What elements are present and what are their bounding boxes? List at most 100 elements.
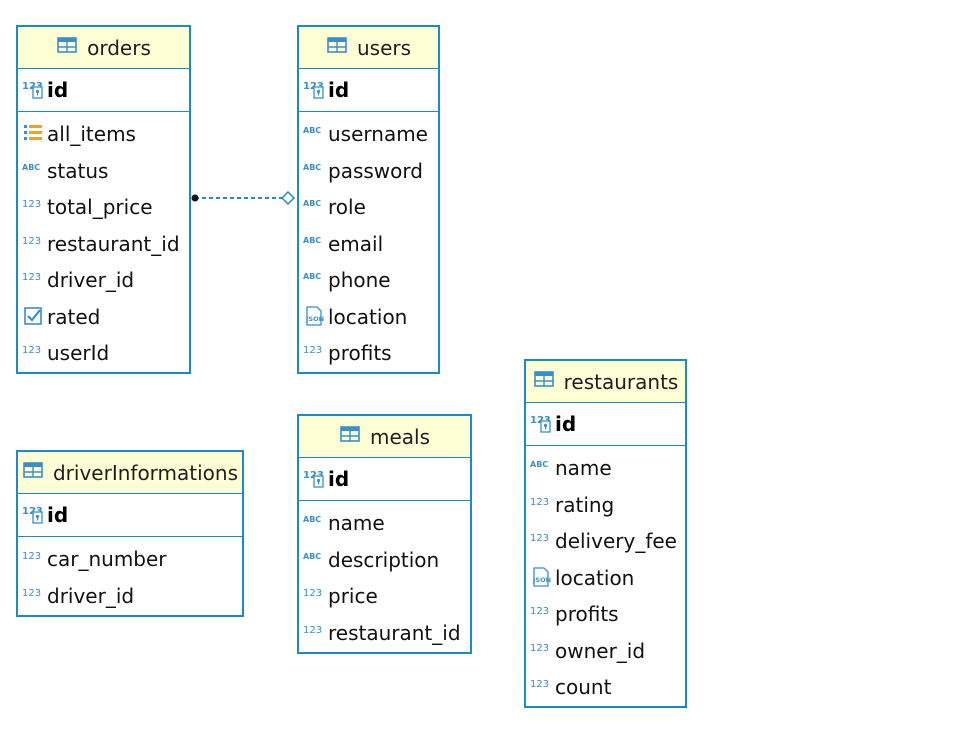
column-name: driver_id <box>47 268 135 293</box>
primary-key-row[interactable]: 123 id <box>299 69 438 112</box>
column-row[interactable]: ABC description <box>299 542 470 579</box>
table-title: driverInformations <box>52 460 239 485</box>
primary-key-row[interactable]: 123 id <box>526 403 685 446</box>
svg-text:JSON: JSON <box>532 576 551 584</box>
svg-text:123: 123 <box>22 551 41 562</box>
svg-text:ABC: ABC <box>303 163 321 172</box>
table-title: meals <box>369 424 431 449</box>
svg-text:ABC: ABC <box>303 126 321 135</box>
column-row[interactable]: ABC phone <box>299 262 438 299</box>
table-driverinformations[interactable]: driverInformations 123 id 123car_number … <box>16 450 244 617</box>
svg-text:123: 123 <box>22 272 41 283</box>
key-number-icon: 123 <box>303 468 325 490</box>
column-name: name <box>328 511 385 536</box>
array-type-icon <box>22 123 44 145</box>
table-header[interactable]: restaurants <box>526 361 685 403</box>
column-name: profits <box>555 602 619 627</box>
svg-text:ABC: ABC <box>303 552 321 561</box>
column-name: count <box>555 675 612 700</box>
svg-text:123: 123 <box>22 345 41 356</box>
primary-key-row[interactable]: 123 id <box>18 69 189 112</box>
column-name: password <box>328 158 423 183</box>
key-number-icon: 123 <box>530 413 552 435</box>
number-type-icon: 123 <box>530 640 552 662</box>
json-type-icon: JSON <box>303 306 325 328</box>
column-name: restaurant_id <box>47 231 180 256</box>
column-name: location <box>328 304 408 329</box>
text-type-icon: ABC <box>303 233 325 255</box>
number-type-icon: 123 <box>22 342 44 364</box>
column-name: description <box>328 547 440 572</box>
column-row[interactable]: JSON location <box>299 299 438 336</box>
number-type-icon: 123 <box>530 494 552 516</box>
column-name: driver_id <box>47 583 135 608</box>
primary-key-row[interactable]: 123 id <box>299 458 470 501</box>
text-type-icon: ABC <box>303 269 325 291</box>
svg-text:123: 123 <box>530 497 549 508</box>
svg-text:JSON: JSON <box>305 315 324 323</box>
primary-key-name: id <box>328 467 350 491</box>
svg-text:123: 123 <box>22 199 41 210</box>
column-name: price <box>328 584 378 609</box>
json-type-icon: JSON <box>530 567 552 589</box>
table-header[interactable]: orders <box>18 27 189 69</box>
table-header[interactable]: meals <box>299 416 470 458</box>
key-number-icon: 123 <box>22 504 44 526</box>
table-title: users <box>356 35 412 60</box>
table-header[interactable]: users <box>299 27 438 69</box>
primary-key-name: id <box>47 503 69 527</box>
text-type-icon: ABC <box>530 457 552 479</box>
svg-text:ABC: ABC <box>303 515 321 524</box>
column-row[interactable]: 123 userId <box>18 335 189 372</box>
key-number-icon: 123 <box>22 79 44 101</box>
boolean-type-icon <box>22 306 44 328</box>
text-type-icon: ABC <box>303 160 325 182</box>
column-row[interactable]: 123 driver_id <box>18 262 189 299</box>
number-type-icon: 123 <box>530 603 552 625</box>
svg-text:ABC: ABC <box>303 199 321 208</box>
table-title: orders <box>87 35 151 60</box>
primary-key-name: id <box>328 78 350 102</box>
number-type-icon: 123 <box>303 342 325 364</box>
number-type-icon: 123 <box>303 585 325 607</box>
column-name: phone <box>328 268 391 293</box>
table-icon <box>533 370 555 393</box>
svg-text:ABC: ABC <box>303 236 321 245</box>
svg-text:123: 123 <box>530 643 549 654</box>
table-icon <box>22 461 44 484</box>
column-name: profits <box>328 341 392 366</box>
column-name: userId <box>47 341 110 366</box>
number-type-icon: 123 <box>22 585 44 607</box>
column-row[interactable]: all_items <box>18 116 189 153</box>
svg-text:ABC: ABC <box>303 272 321 281</box>
column-row[interactable]: ABC password <box>299 153 438 190</box>
svg-text:123: 123 <box>530 533 549 544</box>
column-row[interactable]: ABC name <box>299 505 470 542</box>
primary-key-row[interactable]: 123 id <box>18 494 242 537</box>
table-header[interactable]: driverInformations <box>18 452 242 494</box>
column-row[interactable]: rated <box>18 299 189 336</box>
